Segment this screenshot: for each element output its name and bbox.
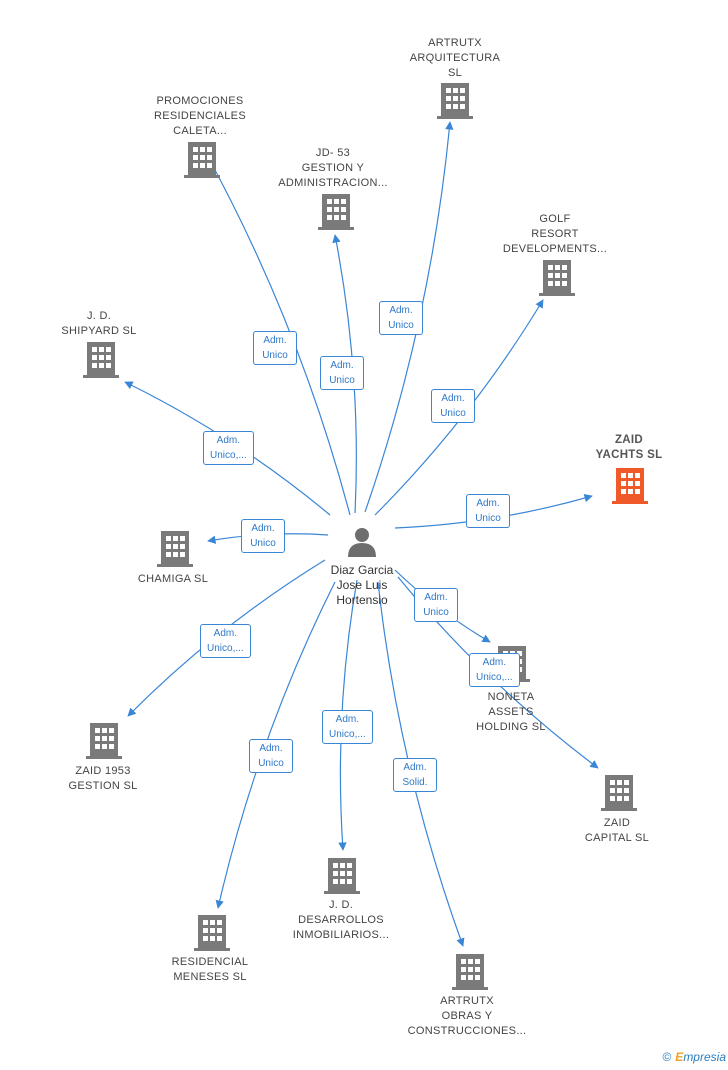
node-label-zaid-1953[interactable]: ZAID 1953 GESTION SL [68, 765, 138, 792]
building-icon-promociones-residenciales[interactable] [184, 142, 220, 178]
edge-promociones-residenciales [206, 154, 351, 516]
brand-name: mpresia [683, 1050, 726, 1064]
building-icon-zaid-yachts[interactable] [612, 468, 648, 504]
building-icon-jd-shipyard[interactable] [83, 342, 119, 378]
node-label-residencial-meneses[interactable]: RESIDENCIAL MENESES SL [171, 956, 249, 983]
building-icon-golf-resort[interactable] [539, 260, 575, 296]
edge-label-jd-desarrollos[interactable]: Adm. Unico,... [322, 710, 373, 744]
building-icon-artrutx-obras[interactable] [452, 954, 488, 990]
node-label-jd-desarrollos[interactable]: J. D. DESARROLLOS INMOBILIARIOS... [292, 899, 390, 941]
node-label-artrutx-obras[interactable]: ARTRUTX OBRAS Y CONSTRUCCIONES... [407, 995, 527, 1037]
node-label-chamiga[interactable]: CHAMIGA SL [137, 573, 209, 585]
edge-label-jd53[interactable]: Adm. Unico [320, 356, 364, 390]
building-icon-residencial-meneses[interactable] [194, 915, 230, 951]
edge-label-promociones-residenciales[interactable]: Adm. Unico [253, 331, 297, 365]
edge-label-chamiga[interactable]: Adm. Unico [241, 519, 285, 553]
node-label-jd-shipyard[interactable]: J. D. SHIPYARD SL [61, 310, 137, 337]
edge-label-jd-shipyard[interactable]: Adm. Unico,... [203, 431, 254, 465]
building-icon-artrutx-arquitectura[interactable] [437, 83, 473, 119]
edge-label-zaid-capital[interactable]: Adm. Unico,... [469, 653, 520, 687]
edge-label-artrutx-arquitectura[interactable]: Adm. Unico [379, 301, 423, 335]
building-icon-jd-desarrollos[interactable] [324, 858, 360, 894]
edge-label-zaid-yachts[interactable]: Adm. Unico [466, 494, 510, 528]
building-icon-chamiga[interactable] [157, 531, 193, 567]
node-label-noneta[interactable]: NONETA ASSETS HOLDING SL [476, 691, 546, 733]
person-icon[interactable] [348, 528, 376, 557]
building-icon-zaid-capital[interactable] [601, 775, 637, 811]
edge-label-noneta[interactable]: Adm. Unico [414, 588, 458, 622]
copyright-symbol: © [662, 1050, 672, 1064]
edge-label-golf-resort[interactable]: Adm. Unico [431, 389, 475, 423]
building-icon-zaid-1953[interactable] [86, 723, 122, 759]
footer-brand: ©Empresia [662, 1050, 726, 1064]
node-label-golf-resort[interactable]: GOLF RESORT DEVELOPMENTS... [502, 213, 608, 255]
person-name-label[interactable]: Diaz Garcia Jose Luis Hortensio [330, 563, 394, 607]
node-label-artrutx-arquitectura[interactable]: ARTRUTX ARQUITECTURA SL [409, 37, 501, 79]
building-icon-jd53[interactable] [318, 194, 354, 230]
node-label-promociones-residenciales[interactable]: PROMOCIONES RESIDENCIALES CALETA... [154, 95, 246, 137]
node-label-jd53[interactable]: JD- 53 GESTION Y ADMINISTRACION... [278, 147, 388, 189]
edge-label-zaid-1953[interactable]: Adm. Unico,... [200, 624, 251, 658]
node-label-zaid-yachts[interactable]: ZAID YACHTS SL [595, 434, 663, 461]
edge-label-artrutx-obras[interactable]: Adm. Solid. [393, 758, 437, 792]
node-label-zaid-capital[interactable]: ZAID CAPITAL SL [584, 817, 650, 844]
edge-label-residencial-meneses[interactable]: Adm. Unico [249, 739, 293, 773]
brand-initial: E [675, 1050, 684, 1064]
